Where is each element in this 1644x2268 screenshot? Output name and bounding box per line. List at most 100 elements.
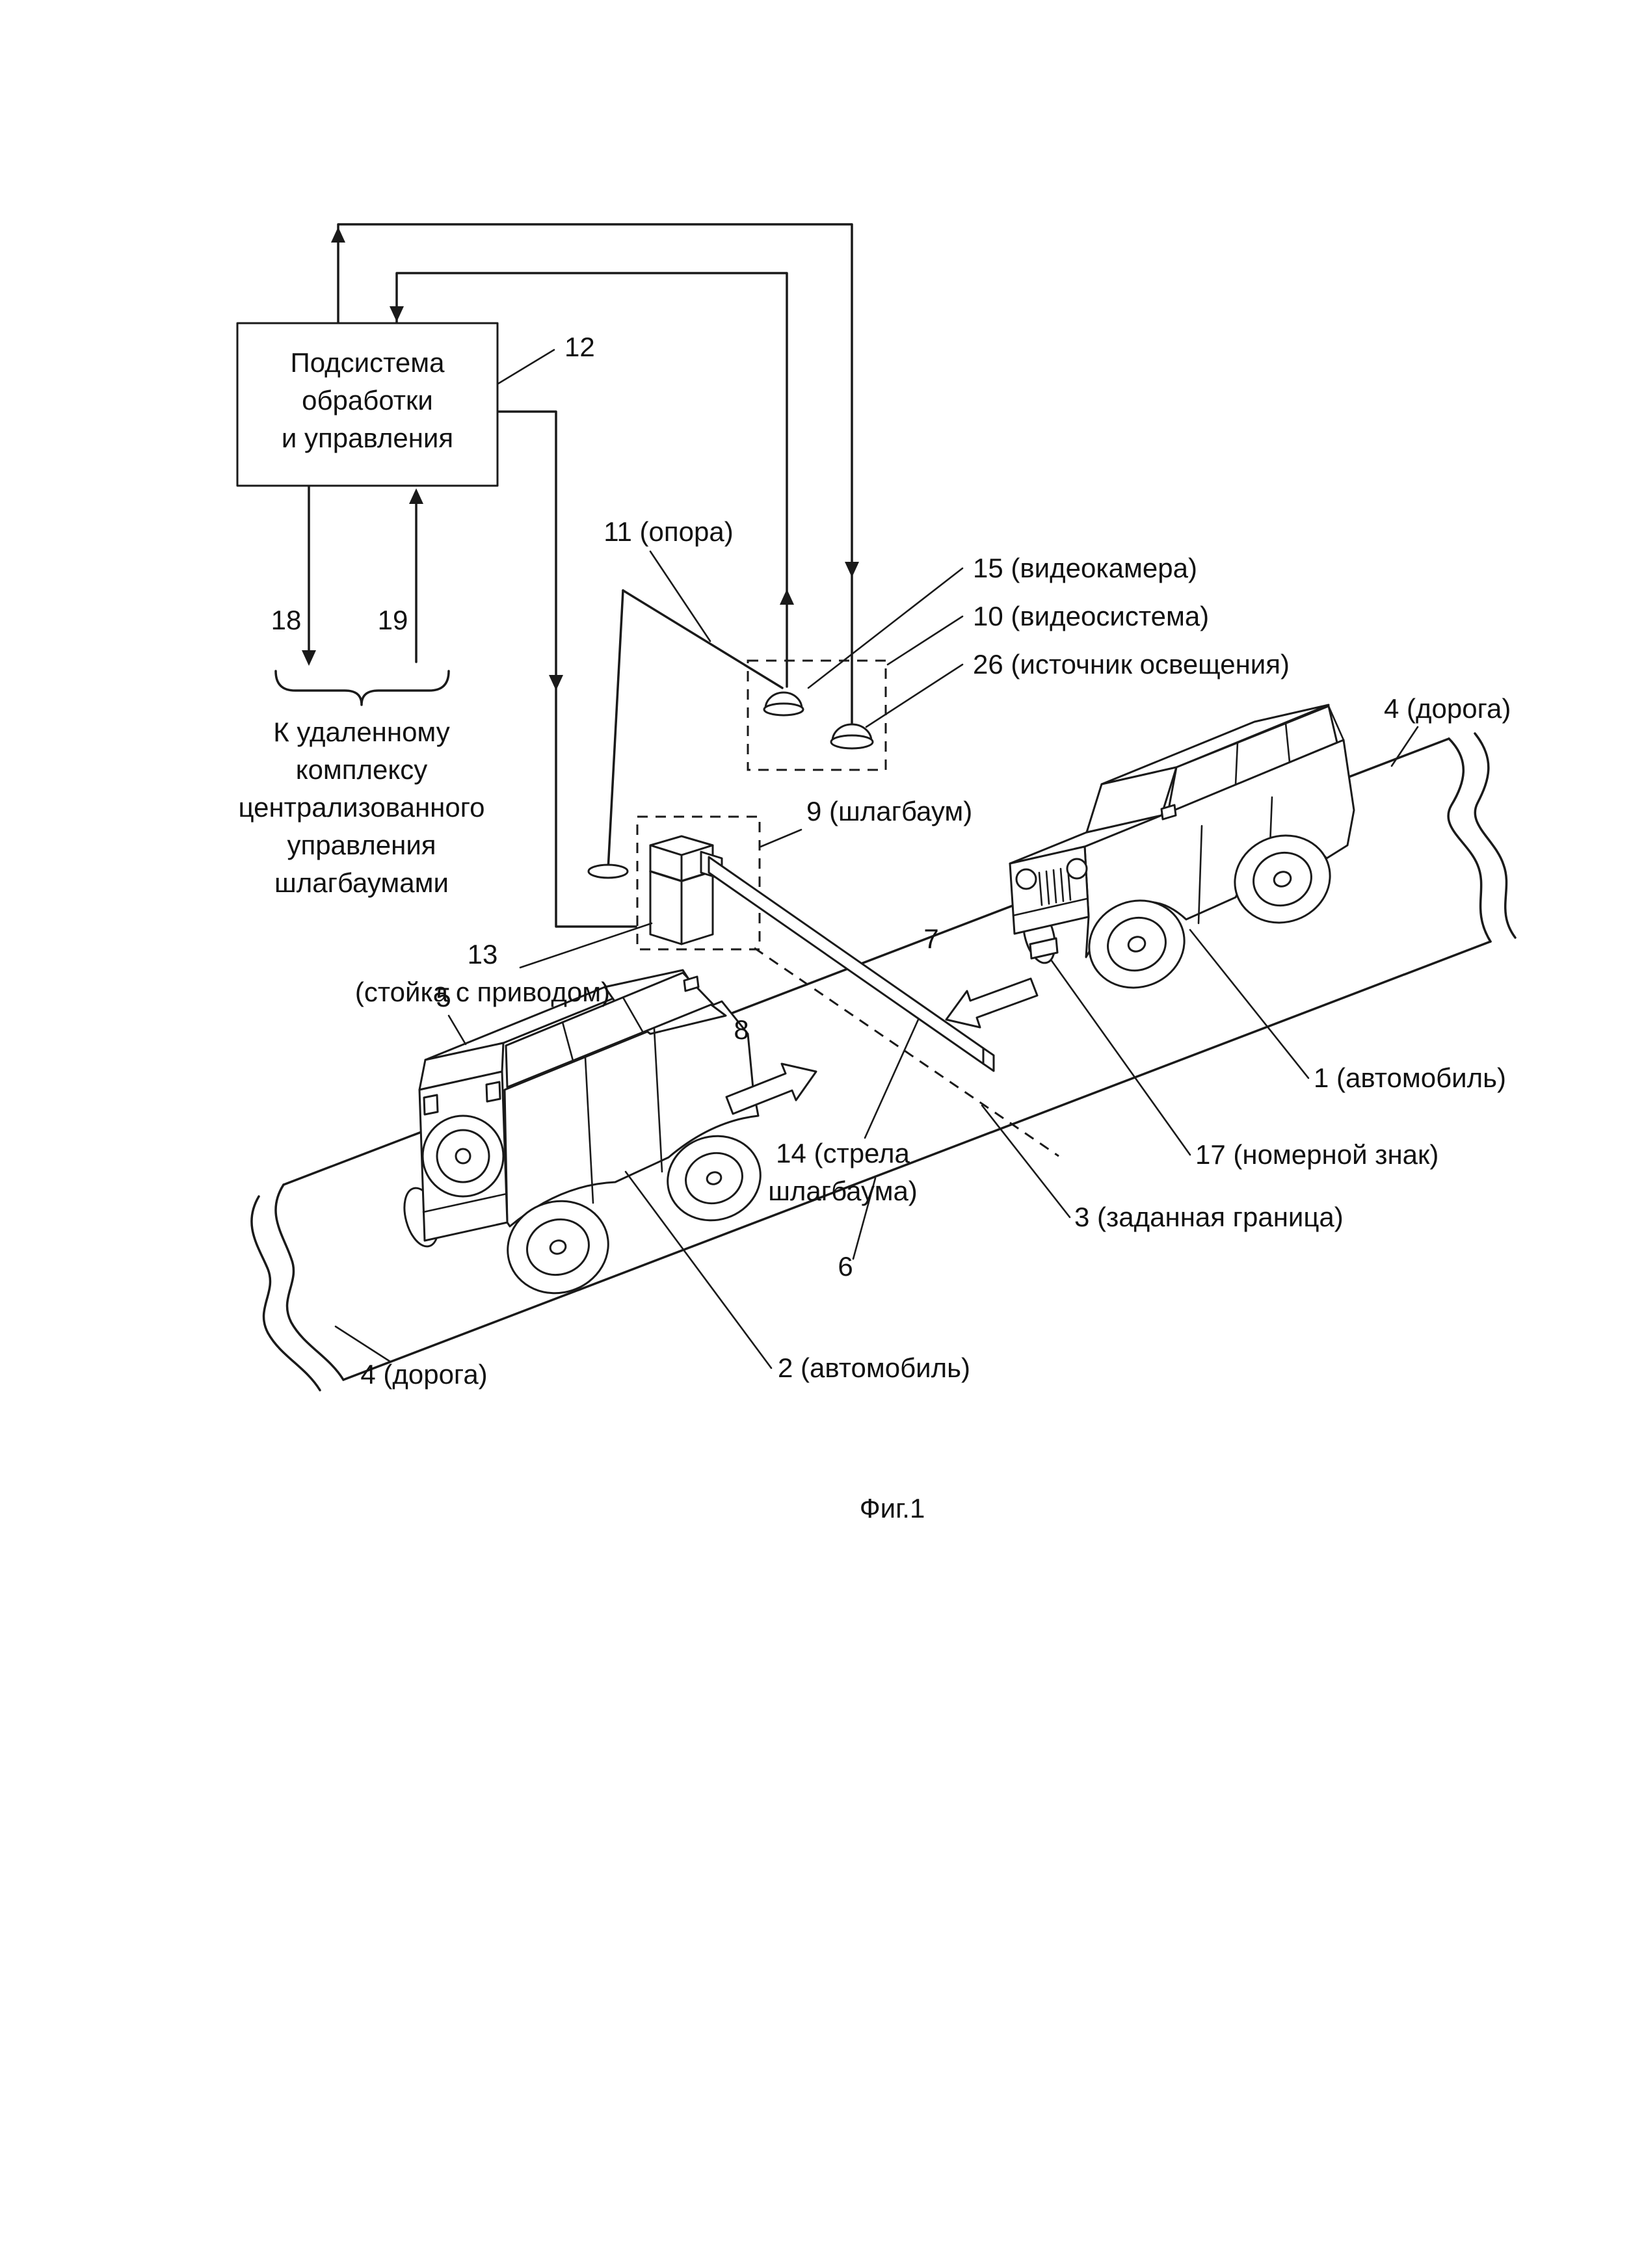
processing-box-line3: и управления (282, 423, 453, 453)
road-torn-left-outer (250, 1195, 321, 1391)
car2-door-seam-front (653, 1027, 663, 1173)
label-2-car: 2 (автомобиль) (778, 1352, 970, 1383)
leader-2 (624, 1170, 773, 1369)
car1-vehicle (1009, 704, 1355, 989)
car2-rear-wheel (507, 1200, 609, 1295)
arrowhead-up-left (331, 227, 345, 243)
figure-caption: Фиг.1 (860, 1493, 925, 1523)
label-4-road-right: 4 (дорога) (1384, 693, 1511, 724)
label-9-barrier: 9 (шлагбаум) (806, 796, 972, 826)
car2-front-wheel (667, 1135, 762, 1222)
car1-license-plate (1029, 937, 1059, 960)
barrier-dashed-box (636, 815, 761, 951)
line-box-to-light (337, 223, 853, 724)
leader-4-left (334, 1325, 391, 1363)
label-7: 7 (923, 923, 938, 954)
boundary-dashed-line (754, 947, 1059, 1157)
car1-c-pillar (1284, 722, 1291, 763)
car2-b-pillar (622, 996, 644, 1034)
label-4-road-left: 4 (дорога) (360, 1359, 487, 1390)
pole-base (587, 864, 629, 879)
label-17-plate: 17 (номерной знак) (1195, 1139, 1438, 1170)
label-3-boundary: 3 (заданная граница) (1074, 1202, 1344, 1232)
car1-bumper-line (1012, 897, 1089, 917)
road-torn-right-inner (1447, 737, 1492, 943)
car1-door-seam-front (1197, 824, 1203, 925)
stand-band (649, 870, 714, 882)
road-edge-bottom (342, 940, 1492, 1381)
car2-mirror (683, 975, 700, 992)
signal-lines (302, 223, 859, 928)
arrow-8-shape (725, 1062, 817, 1115)
remote-line2: комплексу (296, 754, 428, 785)
car1-b-pillar (1234, 741, 1239, 786)
car1-headlight-left (1015, 868, 1037, 890)
boom-tip-cap (982, 1047, 995, 1072)
barrier-boom (708, 856, 985, 1065)
car1-rear-wheel (1234, 834, 1331, 924)
car2-taillight-left (423, 1094, 439, 1116)
car1-front-wheel (1088, 899, 1186, 989)
stand-left-face (649, 844, 683, 945)
label-5: 5 (436, 982, 451, 1012)
remote-line3: централизованного (239, 792, 485, 823)
arrowhead-down-18 (302, 650, 316, 666)
pole-mast (607, 589, 624, 871)
leader-13 (519, 922, 653, 969)
label-15-camera: 15 (видеокамера) (973, 553, 1197, 583)
leader-14 (864, 1018, 920, 1139)
callout-leaders (334, 550, 1419, 1369)
remote-line1: К удаленному (273, 717, 450, 747)
leader-11 (649, 550, 711, 642)
car2-door-seam-rear (584, 1056, 594, 1204)
arrowhead-down-light (845, 562, 859, 577)
label-19: 19 (378, 605, 408, 635)
car2-rear-hub (549, 1239, 567, 1255)
car1-slat (1052, 869, 1057, 904)
label-26-light: 26 (источник освещения) (973, 649, 1290, 679)
video-system-dashed-box (747, 659, 887, 771)
barrier-assembly (636, 815, 995, 1072)
car2-spare-hub (455, 1148, 471, 1165)
car2-front-hub (706, 1171, 723, 1185)
arrowhead-up-19 (409, 488, 423, 504)
car1-slat (1038, 871, 1043, 906)
label-13-number: 13 (468, 939, 498, 969)
remote-line5: шлагбаумами (274, 867, 449, 898)
processing-box-line2: обработки (302, 385, 433, 415)
remote-complex-block: 18 19 К удаленному комплексу централизов… (239, 605, 485, 898)
car1-headlight-right (1066, 858, 1088, 880)
video-system-assembly (587, 589, 887, 879)
leader-15 (807, 567, 964, 689)
car2-bumper-line (422, 1193, 508, 1213)
curly-brace (274, 670, 450, 706)
arrowhead-down-stand (549, 675, 563, 691)
label-1-car: 1 (автомобиль) (1314, 1062, 1506, 1093)
car2-c-pillar (561, 1021, 574, 1062)
camera-base (763, 702, 804, 717)
car1-rear-pillar (1327, 705, 1345, 741)
arrowhead-up-camera (780, 589, 794, 605)
processing-subsystem-block: Подсистема обработки и управления 12 (236, 322, 595, 487)
arrow-7-shape (945, 977, 1039, 1029)
leader-9 (760, 828, 802, 848)
car1-grille-slats (1038, 866, 1072, 906)
road-torn-left-inner (274, 1183, 345, 1381)
car2-window-band (505, 971, 714, 1088)
car2-taillight-right (485, 1081, 501, 1103)
leader-1 (1189, 929, 1310, 1079)
label-13-text: (стойка с приводом) (355, 977, 610, 1007)
car1-mirror (1160, 804, 1177, 821)
road-torn-right-outer (1474, 732, 1517, 939)
label-11-pole: 11 (опора) (603, 516, 733, 547)
car1-front-hub (1127, 936, 1147, 953)
line-box-to-stand (496, 410, 637, 928)
leader-10 (886, 615, 964, 666)
label-6-roadside: 6 (838, 1251, 853, 1282)
remote-line4: управления (287, 830, 436, 860)
label-18: 18 (271, 605, 302, 635)
label-10-videosystem: 10 (видеосистема) (973, 601, 1209, 631)
arrowhead-down-into-box (390, 306, 404, 322)
label-14-line2: шлагбаума) (768, 1176, 918, 1206)
